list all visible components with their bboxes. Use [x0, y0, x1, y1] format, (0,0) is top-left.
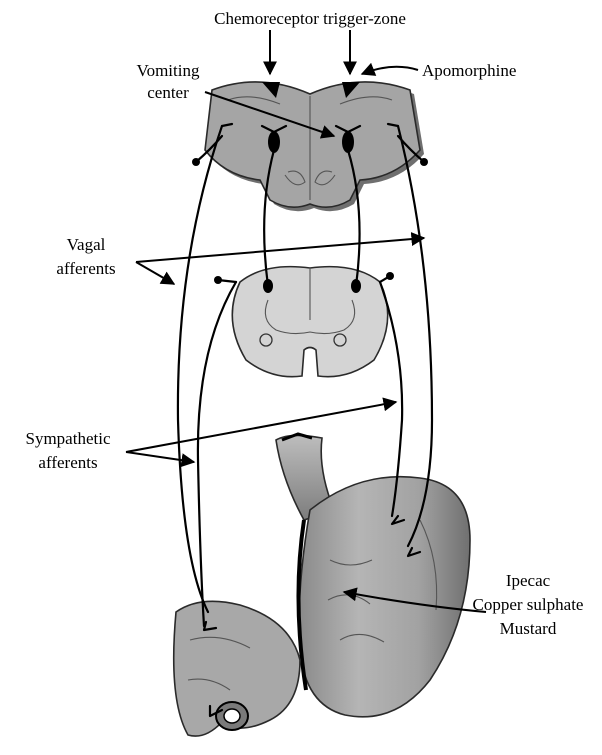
vagal-arrow-right [136, 238, 424, 262]
label-vagal-line-1: Vagal [67, 235, 106, 254]
label-ipecac: Ipecac [506, 571, 551, 590]
label-vagal-line-2: afferents [56, 259, 115, 278]
stomach [174, 434, 470, 736]
label-mustard: Mustard [500, 619, 557, 638]
label-vomiting-line-2: center [147, 83, 189, 102]
label-chemoreceptor-trigger-zone: Chemoreceptor trigger-zone [214, 9, 406, 28]
sympathetic-arrow-right [126, 402, 396, 452]
label-sympathetic-line-1: Sympathetic [26, 429, 111, 448]
medulla [205, 82, 424, 211]
label-vomiting-line-1: Vomiting [137, 61, 200, 80]
label-sympathetic-line-2: afferents [38, 453, 97, 472]
spinal-cord-section [232, 267, 387, 377]
sympathetic-arrow-left [126, 452, 194, 462]
left-sympathetic-fiber [198, 282, 236, 626]
label-copper-sulphate: Copper sulphate [473, 595, 584, 614]
apomorphine-arrow [362, 67, 418, 74]
vagal-arrow-left [136, 262, 174, 284]
label-apomorphine: Apomorphine [422, 61, 516, 80]
